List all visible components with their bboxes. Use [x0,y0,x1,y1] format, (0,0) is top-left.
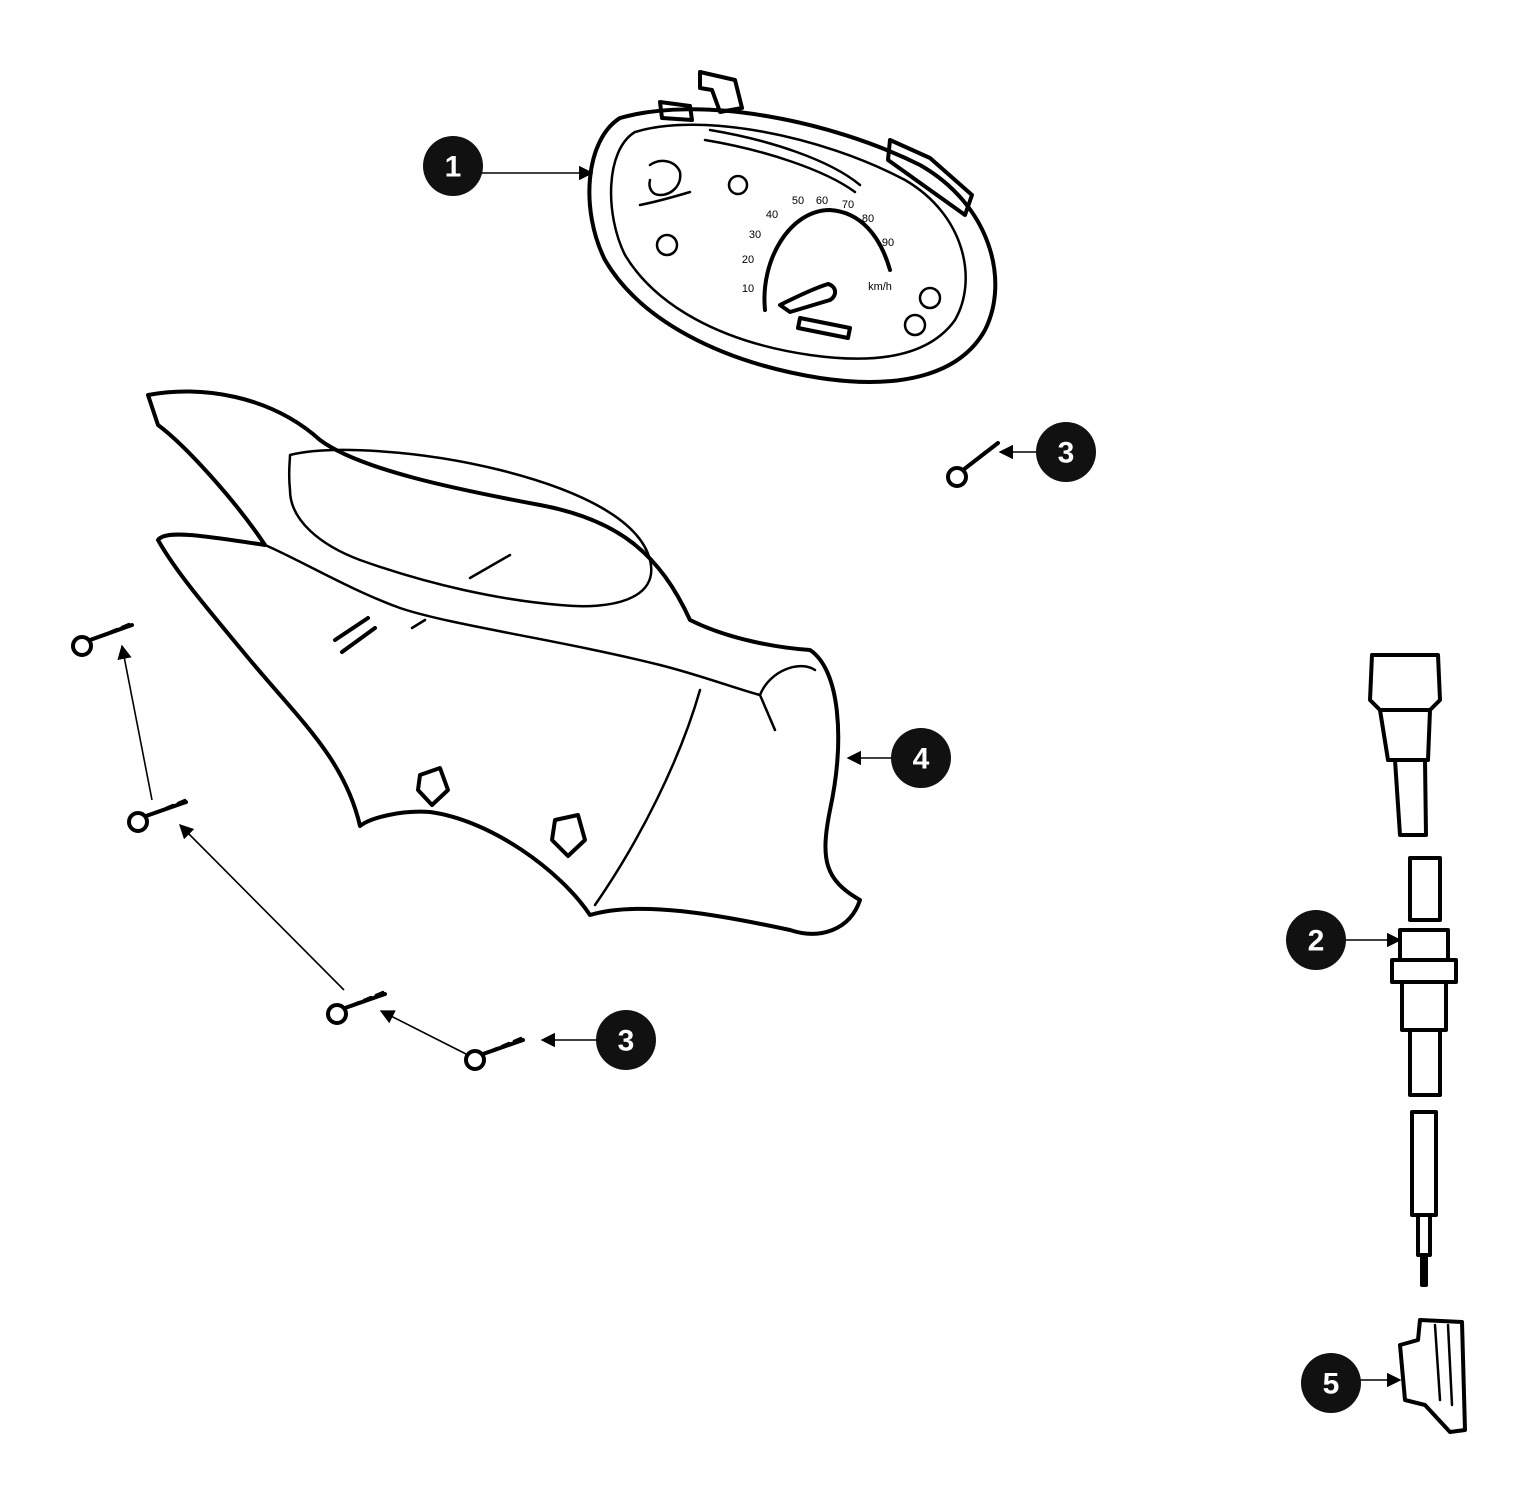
screw-top-right [946,441,1000,488]
dial-tick-label: 80 [862,213,874,225]
dial-tick-label: 30 [749,229,761,241]
dial-tick-label: 10 [742,283,754,295]
dial-scale-labels: 10 20 30 40 50 60 70 80 90 km/h [742,195,894,295]
handlebar-cover [146,389,862,936]
callout-2-label: 2 [1308,925,1325,958]
screw-bottom-1 [326,990,387,1025]
callout-4-label: 4 [913,743,930,776]
dial-tick-label: 90 [882,237,894,249]
callout-2: 2 [1286,910,1346,970]
screw-bottom-2 [464,1036,525,1071]
dial-tick-label: 40 [766,209,778,221]
callout-1-label: 1 [445,151,462,184]
callout-5: 5 [1301,1353,1361,1413]
dial-unit-label: km/h [868,281,892,293]
callout-3-top-label: 3 [1058,437,1075,470]
speedometer-cable [1368,653,1458,1287]
dial-tick-label: 50 [792,195,804,207]
callout-1: 1 [423,136,483,196]
callout-3-bottom-label: 3 [618,1025,635,1058]
callout-4: 4 [891,728,951,788]
callout-3-top: 3 [1036,422,1096,482]
callout-3-bottom: 3 [596,1010,656,1070]
screw-left-1 [71,622,134,657]
leader-lines [117,165,1402,1388]
instrument-cluster [587,70,998,384]
screw-left-2 [127,798,188,833]
callout-5-label: 5 [1323,1368,1340,1401]
dial-tick-label: 60 [816,195,828,207]
dial-tick-label: 70 [842,199,854,211]
dial-tick-label: 20 [742,254,754,266]
drive-unit [1398,1318,1467,1434]
